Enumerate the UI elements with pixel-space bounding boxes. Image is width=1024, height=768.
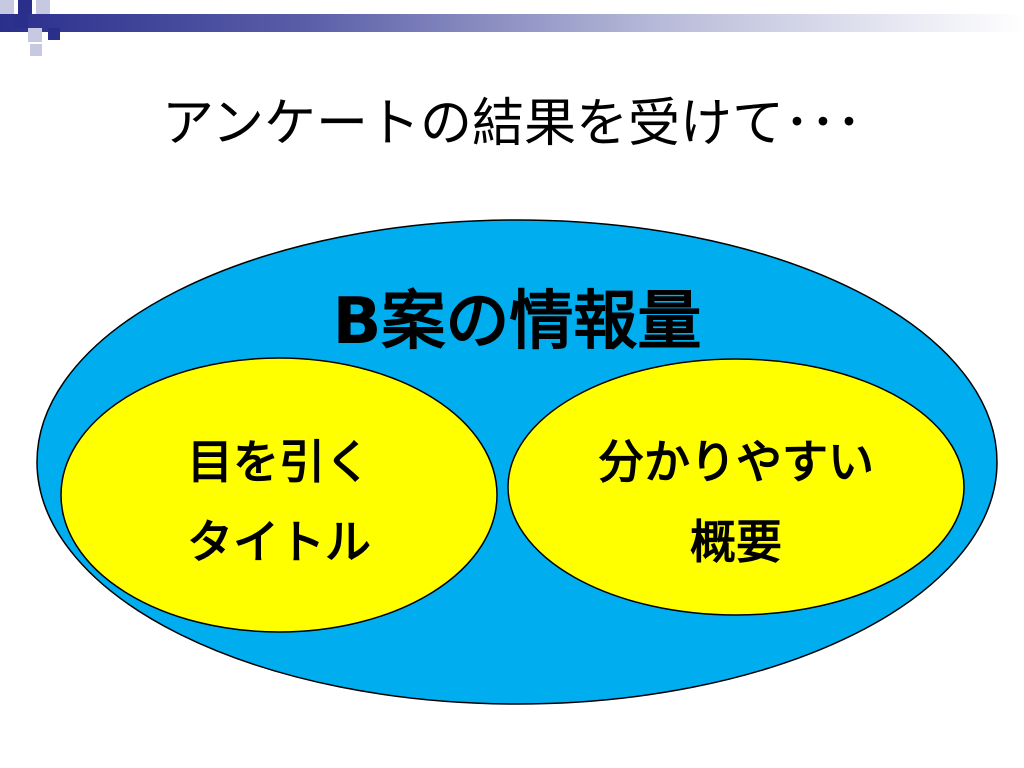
left-inner-ellipse	[60, 357, 498, 633]
right-inner-ellipse	[507, 358, 965, 616]
square-dark-2	[14, 14, 28, 28]
square-light-1	[0, 0, 14, 14]
square-dark-3	[48, 28, 60, 40]
outer-label: B案の情報量	[333, 285, 702, 359]
slide-title: アンケートの結果を受けて･･･	[162, 94, 862, 154]
right-label-line2: 概要	[690, 515, 782, 569]
right-label-line1: 分かりやすい	[598, 435, 874, 489]
square-light-4	[30, 44, 42, 56]
left-label-line1: 目を引く	[187, 435, 371, 489]
square-light-2	[36, 0, 50, 14]
left-label-line2: タイトル	[187, 515, 371, 569]
square-dark-1	[18, 0, 32, 14]
corner-squares-decoration	[0, 0, 60, 56]
header-gradient-bar	[0, 14, 1024, 32]
square-light-3	[28, 28, 42, 42]
